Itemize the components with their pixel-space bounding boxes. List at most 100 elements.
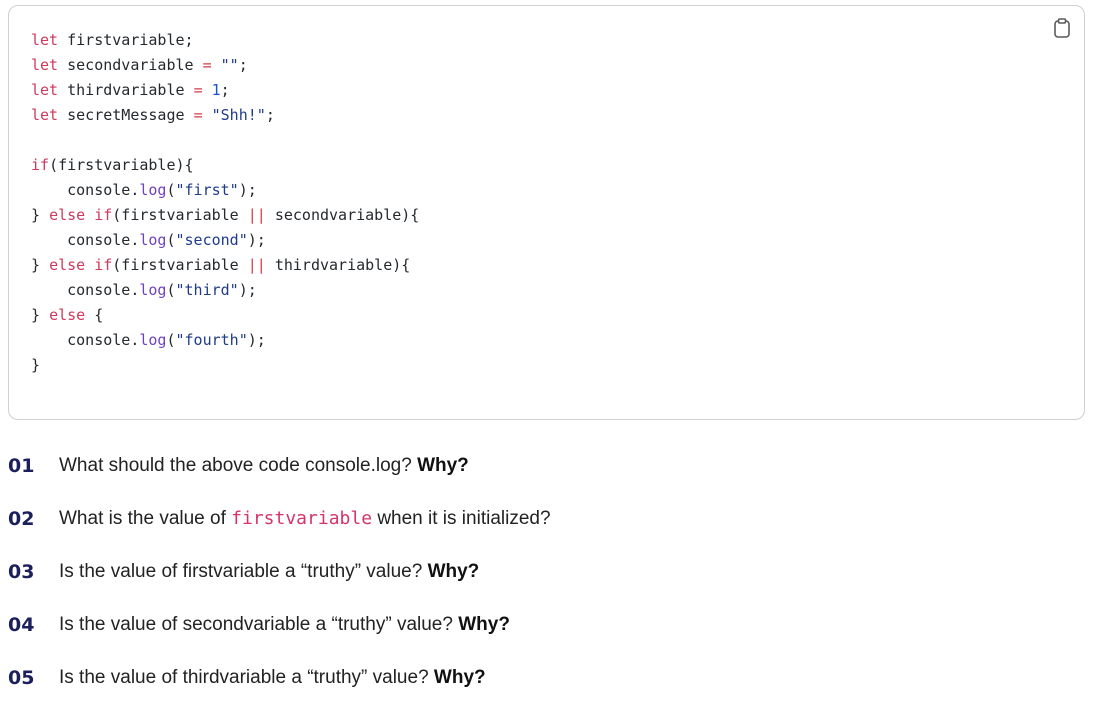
why-prompt: Why? xyxy=(433,667,486,688)
code-text: (firstvariable){ xyxy=(49,156,194,174)
question-text: What is the value of firstvariable when … xyxy=(59,506,551,532)
question-item: 03 Is the value of firstvariable a “truth… xyxy=(8,559,1085,612)
question-text-segment: What is the value of xyxy=(59,508,232,529)
code-text: secretMessage xyxy=(58,106,194,124)
code-line: let secondvariable = ""; xyxy=(31,53,419,78)
question-text-segment: Is the value of secondvariable a “truthy… xyxy=(59,614,459,635)
question-text-segment: when it is initialized? xyxy=(372,508,551,529)
code-operator: = xyxy=(202,56,212,74)
code-text: ( xyxy=(166,231,176,249)
code-keyword: let xyxy=(31,81,59,99)
code-text: console. xyxy=(31,231,140,249)
code-line: } else if(firstvariable || thirdvariable… xyxy=(31,253,419,278)
code-text: ); xyxy=(238,181,257,199)
code-keyword: if xyxy=(31,156,50,174)
code-text xyxy=(85,256,94,274)
code-operator: = xyxy=(193,106,203,124)
code-line: console.log("third"); xyxy=(31,278,419,303)
code-text xyxy=(212,56,221,74)
question-text-segment: Is the value of firstvariable a “truthy”… xyxy=(59,561,428,582)
question-item: 05 Is the value of thirdvariable a “truth… xyxy=(8,665,1085,718)
code-line xyxy=(31,128,419,153)
code-string: "second" xyxy=(175,231,248,249)
code-text: ; xyxy=(238,56,248,74)
question-number: 01 xyxy=(8,455,35,477)
question-text: Is the value of thirdvariable a “truthy”… xyxy=(59,665,486,691)
code-function: log xyxy=(139,181,167,199)
why-prompt: Why? xyxy=(458,614,510,635)
code-keyword: let xyxy=(31,106,59,124)
code-text: firstvariable; xyxy=(58,31,194,49)
code-keyword: let xyxy=(31,56,59,74)
code-string: "first" xyxy=(175,181,239,199)
question-item: 04 Is the value of secondvariable a “trut… xyxy=(8,612,1085,665)
code-text: { xyxy=(85,306,104,324)
code-keyword: let xyxy=(31,31,59,49)
code-text: console. xyxy=(31,331,140,349)
why-prompt: Why? xyxy=(417,455,469,476)
code-text: console. xyxy=(31,181,140,199)
code-text xyxy=(85,206,94,224)
code-operator: = xyxy=(193,81,203,99)
question-text: Is the value of secondvariable a “truthy… xyxy=(59,612,510,638)
code-text: ( xyxy=(166,181,176,199)
code-text: ); xyxy=(247,331,266,349)
code-function: log xyxy=(139,231,167,249)
code-text: secondvariable xyxy=(58,56,203,74)
code-string: "fourth" xyxy=(175,331,248,349)
code-operator: || xyxy=(247,256,266,274)
question-text-segment: What should the above code console.log? xyxy=(59,455,418,476)
code-line: } else { xyxy=(31,303,419,328)
code-number: 1 xyxy=(211,81,221,99)
code-text: console. xyxy=(31,281,140,299)
question-text: What should the above code console.log? … xyxy=(59,453,469,479)
code-line: console.log("fourth"); xyxy=(31,328,419,353)
code-text: } xyxy=(31,256,50,274)
question-list: 01 What should the above code console.log… xyxy=(8,453,1085,718)
code-keyword: else xyxy=(49,306,86,324)
question-number: 05 xyxy=(8,667,35,689)
code-text: thirdvariable xyxy=(58,81,194,99)
code-line: if(firstvariable){ xyxy=(31,153,419,178)
why-prompt: Why? xyxy=(427,561,480,582)
code-block: let firstvariable;let secondvariable = "… xyxy=(8,5,1085,420)
code-keyword: else xyxy=(49,206,86,224)
code-keyword: if xyxy=(94,206,113,224)
code-string: "Shh!" xyxy=(211,106,266,124)
code-text: } xyxy=(31,356,41,374)
code-text: ); xyxy=(247,231,266,249)
code-text: } xyxy=(31,206,50,224)
code-text: (firstvariable xyxy=(112,206,248,224)
code-keyword: if xyxy=(94,256,113,274)
code-line: console.log("second"); xyxy=(31,228,419,253)
question-item: 02 What is the value of firstvariable whe… xyxy=(8,506,1085,559)
code-text: ); xyxy=(238,281,257,299)
code-text: ( xyxy=(166,331,176,349)
code-text: ( xyxy=(166,281,176,299)
code-line: console.log("first"); xyxy=(31,178,419,203)
code-line: let firstvariable; xyxy=(31,28,419,53)
code-text: } xyxy=(31,306,50,324)
code-text xyxy=(203,106,212,124)
question-number: 04 xyxy=(8,614,35,636)
code-line: } else if(firstvariable || secondvariabl… xyxy=(31,203,419,228)
code-line: let secretMessage = "Shh!"; xyxy=(31,103,419,128)
code-string: "" xyxy=(220,56,239,74)
question-item: 01 What should the above code console.log… xyxy=(8,453,1085,506)
code-keyword: else xyxy=(49,256,86,274)
question-number: 03 xyxy=(8,561,35,583)
code-text: ; xyxy=(265,106,275,124)
code-string: "third" xyxy=(175,281,239,299)
code-text: ; xyxy=(220,81,230,99)
code-function: log xyxy=(139,281,167,299)
code-text: (firstvariable xyxy=(112,256,248,274)
code-operator: || xyxy=(247,206,266,224)
question-text-segment: Is the value of thirdvariable a “truthy”… xyxy=(59,667,434,688)
code-text: secondvariable){ xyxy=(265,206,420,224)
clipboard-icon xyxy=(1054,18,1070,38)
question-number: 02 xyxy=(8,508,35,530)
code-line: let thirdvariable = 1; xyxy=(31,78,419,103)
copy-code-button[interactable] xyxy=(1050,16,1074,40)
code-line: } xyxy=(31,353,419,378)
code-content: let firstvariable;let secondvariable = "… xyxy=(31,28,419,378)
